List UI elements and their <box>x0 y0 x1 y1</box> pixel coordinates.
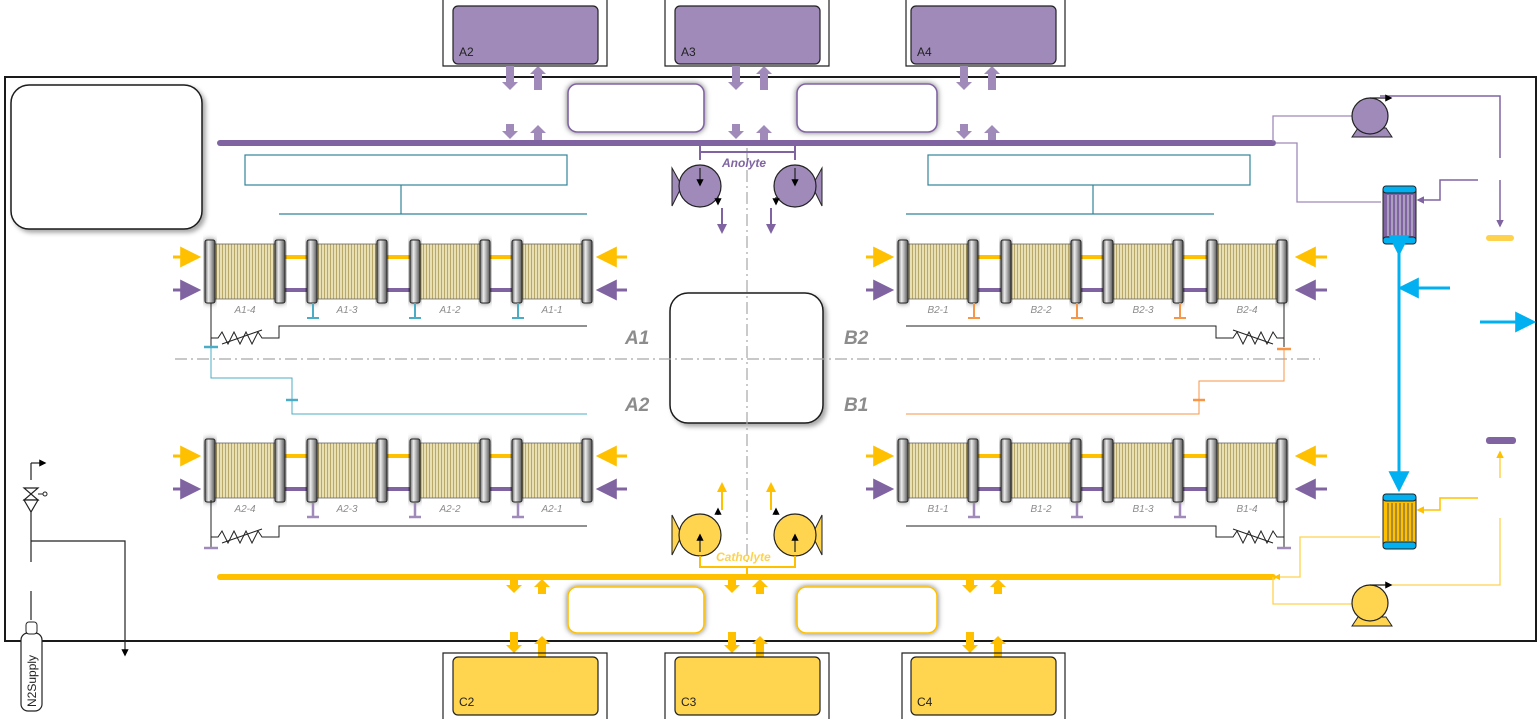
n2-cylinder: N2Supply <box>20 621 43 712</box>
tank-label: C2 <box>459 695 475 709</box>
stack-a1-3: A1-3 <box>306 239 388 316</box>
stack-row-a1: A1-4 A1-3 A1-2 A1-1 <box>173 239 627 316</box>
tank-label: A4 <box>917 45 932 59</box>
zone-label-b2: B2 <box>844 328 869 349</box>
top-left-busbar <box>244 154 587 215</box>
anolyte-pump-group: Anolyte <box>671 143 823 234</box>
tank-c4: C4 <box>901 652 1066 719</box>
zone-label-b1: B1 <box>844 395 868 416</box>
resistor-a2 <box>211 528 268 545</box>
zone-labels: A1 A2 B2 B1 <box>624 328 869 416</box>
stack-b2-1: B2-1 <box>897 239 979 316</box>
tank-c3: C3 <box>664 652 830 719</box>
stack-a1-1: A1-1 <box>511 239 593 316</box>
tank-label: C3 <box>681 695 697 709</box>
anolyte-pump-left <box>671 164 722 208</box>
stack-b2-3: B2-3 <box>1102 239 1184 316</box>
stack-row-b1: B1-1 B1-2 B1-3 B1-4 <box>866 438 1327 515</box>
b2-wiring <box>906 303 1291 415</box>
tank-label: C4 <box>917 695 933 709</box>
stack-label: A2-2 <box>438 504 461 515</box>
tank-label: A2 <box>459 45 474 59</box>
catholyte-pump-group: Catholyte <box>671 482 823 577</box>
b1-wiring <box>906 500 1291 550</box>
stack-label: B1-4 <box>1236 504 1258 515</box>
n2-supply-label: N2Supply <box>25 655 39 707</box>
stack-b2-2: B2-2 <box>1000 239 1082 316</box>
catholyte-return-loop <box>1272 450 1504 605</box>
stack-label: B1-1 <box>927 504 948 515</box>
stack-label: B1-3 <box>1132 504 1154 515</box>
catholyte-label: Catholyte <box>716 550 771 564</box>
resistor-b2 <box>1227 329 1284 346</box>
stack-b1-4: B1-4 <box>1206 438 1288 515</box>
catholyte-heat-exchanger <box>1382 493 1417 550</box>
stack-label: A1-4 <box>233 305 256 316</box>
zone-label-a2: A2 <box>624 395 650 416</box>
zone-label-a1: A1 <box>624 328 649 349</box>
stack-label: A1-2 <box>438 305 461 316</box>
stack-label: B2-1 <box>927 305 948 316</box>
stack-b2-4: B2-4 <box>1206 239 1288 316</box>
stack-label: A1-3 <box>335 305 358 316</box>
tank-a4: A4 <box>905 0 1066 67</box>
catholyte-recirc-pump <box>1351 581 1393 627</box>
stack-b1-3: B1-3 <box>1102 438 1184 515</box>
coolant-loop <box>1388 235 1537 493</box>
stack-label: A1-1 <box>540 305 562 316</box>
stack-row-a2: A2-4 A2-3 A2-2 A2-1 <box>173 438 627 515</box>
tank-label: A3 <box>681 45 696 59</box>
stack-a2-2: A2-2 <box>409 438 491 515</box>
stack-a1-2: A1-2 <box>409 239 491 316</box>
n2-supply-system: N2Supply <box>20 459 129 712</box>
top-right-busbar <box>906 154 1251 215</box>
stack-a1-4: A1-4 <box>204 239 286 316</box>
a2-wiring <box>204 500 587 550</box>
stack-label: B1-2 <box>1030 504 1052 515</box>
resistor-b1 <box>1227 528 1284 545</box>
anolyte-tank-connections <box>502 66 1000 140</box>
stack-a2-1: A2-1 <box>511 438 593 515</box>
anolyte-pump-right <box>772 164 823 208</box>
anolyte-recirc-pump <box>1351 94 1393 138</box>
stack-label: B2-2 <box>1030 305 1052 316</box>
stack-label: A2-1 <box>540 504 562 515</box>
purple-cap <box>1486 437 1516 444</box>
anolyte-return-loop <box>1269 95 1514 241</box>
stack-a2-3: A2-3 <box>306 438 388 515</box>
anolyte-tanks: A2 A3 A4 <box>442 0 1066 67</box>
tank-a2: A2 <box>442 0 608 67</box>
stack-row-b2: B2-1 B2-2 B2-3 B2-4 <box>866 239 1327 316</box>
stack-a2-4: A2-4 <box>204 438 286 515</box>
anolyte-heat-exchanger <box>1382 185 1417 245</box>
stack-label: A2-3 <box>335 504 358 515</box>
stack-b1-1: B1-1 <box>897 438 979 515</box>
control-cabinet <box>10 84 203 230</box>
tank-c2: C2 <box>442 652 608 719</box>
stack-label: A2-4 <box>233 504 256 515</box>
stack-label: B2-4 <box>1236 305 1258 316</box>
stack-b1-2: B1-2 <box>1000 438 1082 515</box>
tank-a3: A3 <box>664 0 830 67</box>
catholyte-tank-connections <box>506 578 1006 657</box>
anolyte-label: Anolyte <box>721 156 766 170</box>
a1-wiring <box>204 303 587 415</box>
catholyte-tanks: C2 C3 C4 <box>442 652 1066 719</box>
stack-label: B2-3 <box>1132 305 1154 316</box>
resistor-a1 <box>211 329 268 346</box>
